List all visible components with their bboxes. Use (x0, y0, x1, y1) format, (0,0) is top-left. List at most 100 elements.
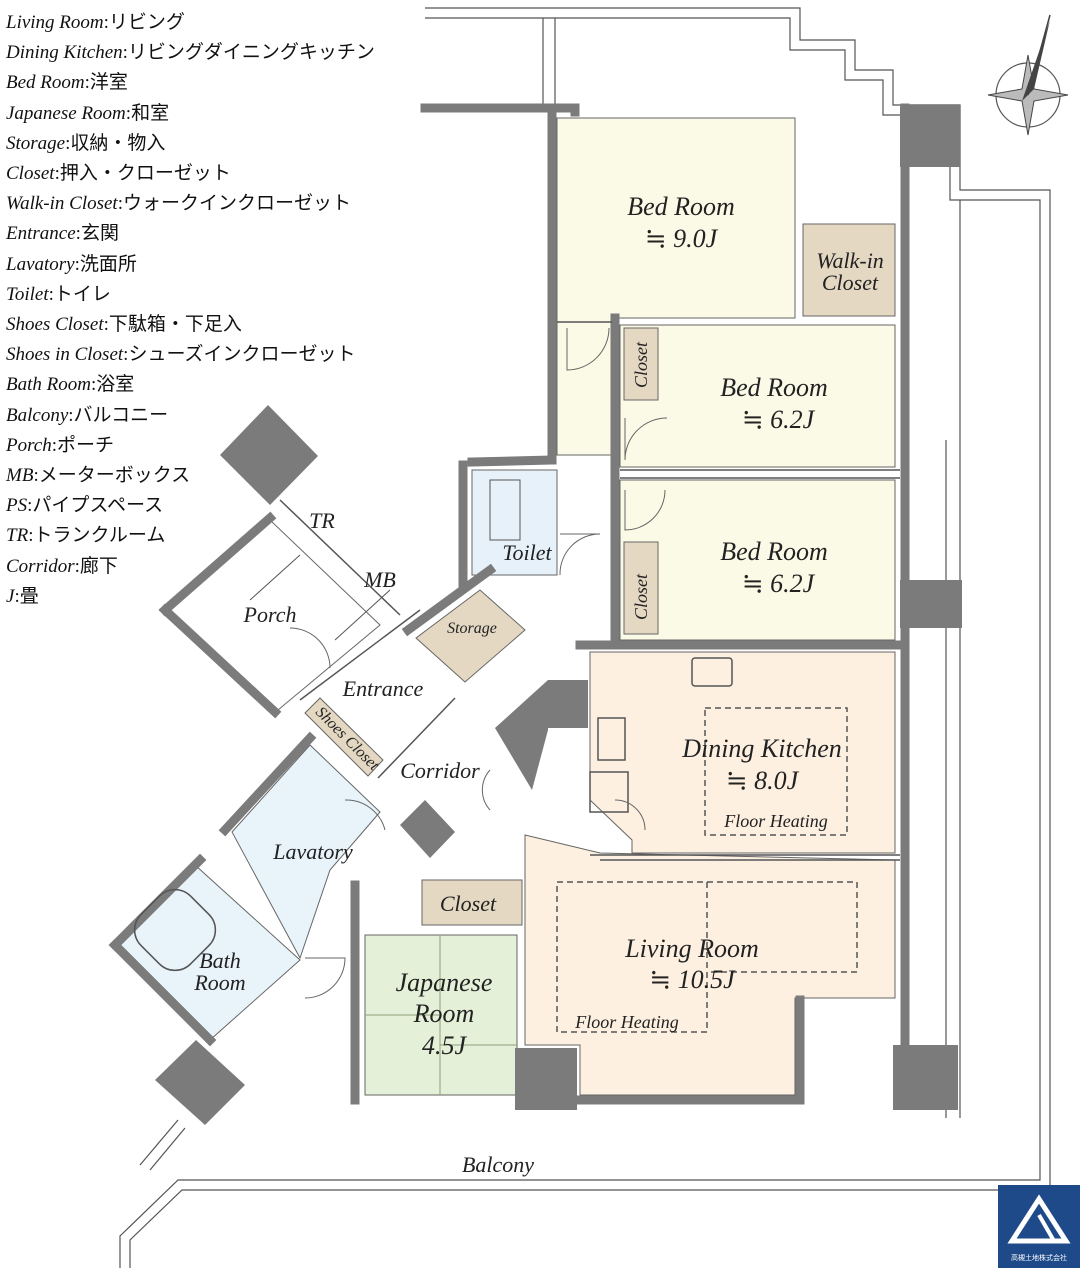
legend-separator: : (123, 344, 129, 366)
walk-in-closet[interactable] (802, 223, 896, 317)
legend-separator: : (51, 434, 58, 456)
balcony-label: Balcony (462, 1152, 534, 1177)
lavatory-room[interactable] (231, 744, 381, 960)
toilet-room[interactable] (471, 469, 558, 576)
bed-room-3-size: ≒ 6.2J (742, 569, 816, 598)
legend-separator: : (68, 404, 74, 426)
bed-room-2-size: ≒ 6.2J (742, 405, 816, 434)
door-arcs (289, 327, 668, 999)
legend-separator: : (122, 42, 128, 64)
legend-meaning: 収納・物入 (70, 132, 166, 154)
bath-room-line1: Bath (199, 948, 241, 973)
legend-row: Shoes in Closet:シューズインクローゼット (6, 340, 375, 370)
legend-term: Walk-in Closet (6, 193, 118, 215)
walls (108, 103, 910, 1105)
legend-meaning: 和室 (131, 102, 170, 124)
legend-meaning: 玄関 (80, 223, 119, 245)
legend-separator: : (125, 102, 132, 124)
legend-meaning: パイプスペース (32, 495, 164, 517)
closet-c-label: Closet (440, 891, 497, 916)
legend-meaning: トイレ (53, 283, 111, 305)
legend-row: Bath Room:浴室 (6, 370, 375, 400)
wall-thin-lines (133, 321, 900, 1033)
closet-c[interactable] (421, 879, 523, 926)
legend-row: MB:メーターボックス (6, 461, 375, 491)
legend-row: TR:トランクルーム (6, 521, 375, 551)
legend-term: Dining Kitchen (6, 42, 123, 64)
legend-separator: : (117, 193, 123, 215)
legend-row: Porch:ポーチ (6, 431, 375, 461)
bath-room-line2: Room (193, 970, 245, 995)
legend-separator: : (84, 72, 90, 94)
company-logo: 高槻土地株式会社 (998, 1185, 1080, 1268)
living-room-name: Living Room (624, 934, 759, 963)
living-room-size: ≒ 10.5J (649, 965, 736, 994)
bed-room-2-name: Bed Room (720, 373, 828, 402)
legend-row: PS:パイプスペース (6, 491, 375, 521)
legend-separator: : (74, 253, 80, 275)
legend-meaning: ウォークインクローゼット (123, 193, 352, 215)
legend-term: Living Room (6, 12, 104, 33)
legend-row: Shoes Closet:下駄箱・下足入 (6, 310, 375, 340)
legend-term: Closet (6, 163, 55, 185)
legend-meaning: トランクルーム (33, 525, 166, 547)
legend-row: Closet:押入・クローゼット (6, 159, 375, 189)
legend-separator: : (90, 374, 97, 396)
bed-room-1-size: ≒ 9.0J (645, 224, 719, 253)
legend-separator: : (33, 465, 39, 487)
legend-term: Shoes Closet (6, 314, 104, 336)
legend-term: PS (6, 495, 28, 517)
legend-term: Toilet (6, 283, 49, 305)
living-room[interactable] (524, 834, 896, 1096)
legend-meaning: 畳 (19, 585, 39, 607)
closet-a[interactable] (623, 327, 659, 401)
tatami-lines (365, 935, 517, 1095)
closet-b[interactable] (623, 541, 659, 635)
legend-separator: : (14, 585, 20, 607)
legend-row: Toilet:トイレ (6, 280, 375, 310)
legend-row: Lavatory:洗面所 (6, 250, 375, 280)
shoes-closet[interactable] (304, 697, 384, 777)
legend-separator: : (28, 525, 34, 547)
legend-separator: : (103, 12, 109, 33)
bed-room-1-name: Bed Room (627, 192, 735, 221)
legend-separator: : (65, 132, 71, 154)
toilet-label: Toilet (502, 540, 552, 565)
legend-row: Balcony:バルコニー (6, 401, 375, 431)
closet-b-label: Closet (631, 573, 651, 620)
dining-kitchen-size: ≒ 8.0J (726, 766, 800, 795)
room-fills (119, 117, 896, 1096)
legend-meaning: シューズインクローゼット (128, 344, 356, 366)
bed-room-3[interactable] (619, 479, 896, 641)
legend-row: Storage:収納・物入 (6, 129, 375, 159)
closet-a-label: Closet (631, 341, 651, 388)
dining-floor-heating: Floor Heating (723, 811, 828, 831)
legend-row: Dining Kitchen:リビングダイニングキッチン (6, 38, 375, 68)
walk-in-closet-line1: Walk-in (816, 248, 884, 273)
legend-term: Corridor (6, 555, 75, 577)
legend-term: Entrance (6, 223, 76, 245)
storage-label: Storage (447, 620, 497, 637)
legend-meaning: バルコニー (73, 404, 169, 426)
legend-row: Living Room:リビング (6, 8, 375, 38)
legend-term: Porch (6, 434, 52, 456)
legend-term: Bath Room (6, 374, 91, 396)
legend-row: Japanese Room:和室 (6, 99, 375, 129)
legend-separator: : (54, 163, 60, 185)
japanese-room-line1: Japanese (396, 968, 493, 997)
legend-term: Lavatory (6, 253, 75, 275)
legend-row: Corridor:廊下 (6, 552, 375, 582)
legend-row: J:畳 (6, 582, 375, 612)
bed-room-2[interactable] (619, 324, 896, 468)
entrance-label: Entrance (342, 676, 424, 701)
legend-separator: : (48, 283, 54, 305)
storage-room[interactable] (415, 589, 526, 683)
walk-in-closet-line2: Closet (822, 270, 879, 295)
porch-label: Porch (243, 602, 297, 627)
logo-text: 高槻土地株式会社 (1011, 1253, 1067, 1262)
legend-meaning: リビング (108, 12, 185, 33)
legend-term: J (6, 585, 15, 607)
dining-kitchen-name: Dining Kitchen (681, 734, 842, 763)
legend-term: Storage (6, 132, 66, 154)
